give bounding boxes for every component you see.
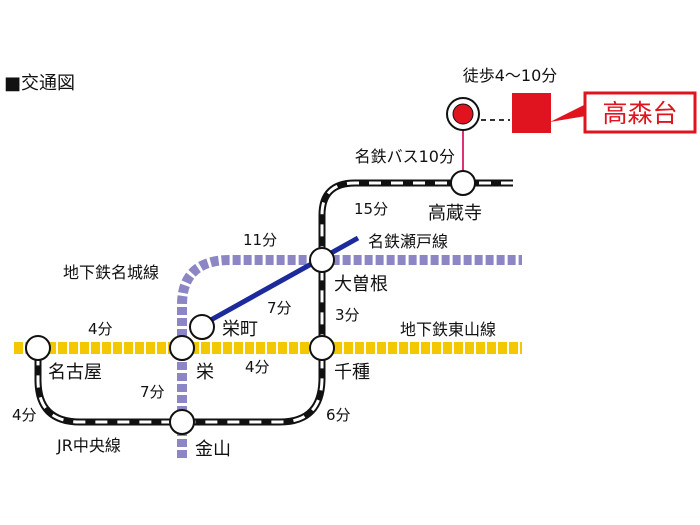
- label-sakae: 栄: [196, 362, 214, 383]
- time-nagoya-sakae: 4分: [88, 320, 113, 338]
- destination-name: 高森台: [602, 99, 677, 128]
- map-heading: ■交通図: [4, 73, 75, 94]
- meijo-line: [177, 255, 522, 458]
- label-ozone: 大曽根: [334, 274, 388, 295]
- time-nagoya-kanayama: 4分: [12, 406, 37, 424]
- destination-stop-dot: [452, 103, 474, 125]
- station-chikusa[interactable]: [309, 335, 335, 361]
- walk-time: 徒歩4～10分: [463, 66, 558, 85]
- station-takakuraji[interactable]: [450, 170, 476, 196]
- bus-label: 名鉄バス10分: [355, 147, 455, 166]
- time-ozone-chikusa: 3分: [335, 306, 360, 324]
- destination-box[interactable]: [583, 91, 697, 134]
- chuo-line: [34, 179, 513, 426]
- label-nagoya: 名古屋: [48, 362, 102, 383]
- time-seto: 7分: [267, 299, 292, 317]
- label-takakuraji: 高蔵寺: [428, 203, 482, 224]
- station-kanayama[interactable]: [169, 409, 195, 435]
- time-sakae-chikusa: 4分: [245, 358, 270, 376]
- time-takakuraji-ozone: 15分: [354, 200, 388, 218]
- station-sakaemachi[interactable]: [189, 314, 215, 340]
- time-sakae-kanayama: 7分: [140, 383, 165, 401]
- label-kanayama: 金山: [195, 439, 231, 460]
- time-kanayama-chikusa: 6分: [326, 406, 351, 424]
- time-meijo-sakae-ozone: 11分: [243, 231, 277, 249]
- station-sakae[interactable]: [169, 335, 195, 361]
- label-higashiyama-line: 地下鉄東山線: [400, 320, 496, 339]
- label-chuo-line: JR中央線: [56, 436, 121, 455]
- label-chikusa: 千種: [334, 362, 370, 383]
- label-meijo-line: 地下鉄名城線: [63, 263, 159, 282]
- destination-marker: [512, 93, 551, 133]
- station-ozone[interactable]: [309, 247, 335, 273]
- callout-pointer: [550, 104, 586, 122]
- station-nagoya[interactable]: [25, 335, 51, 361]
- label-sakaemachi: 栄町: [222, 319, 258, 340]
- label-seto-line: 名鉄瀬戸線: [368, 232, 448, 251]
